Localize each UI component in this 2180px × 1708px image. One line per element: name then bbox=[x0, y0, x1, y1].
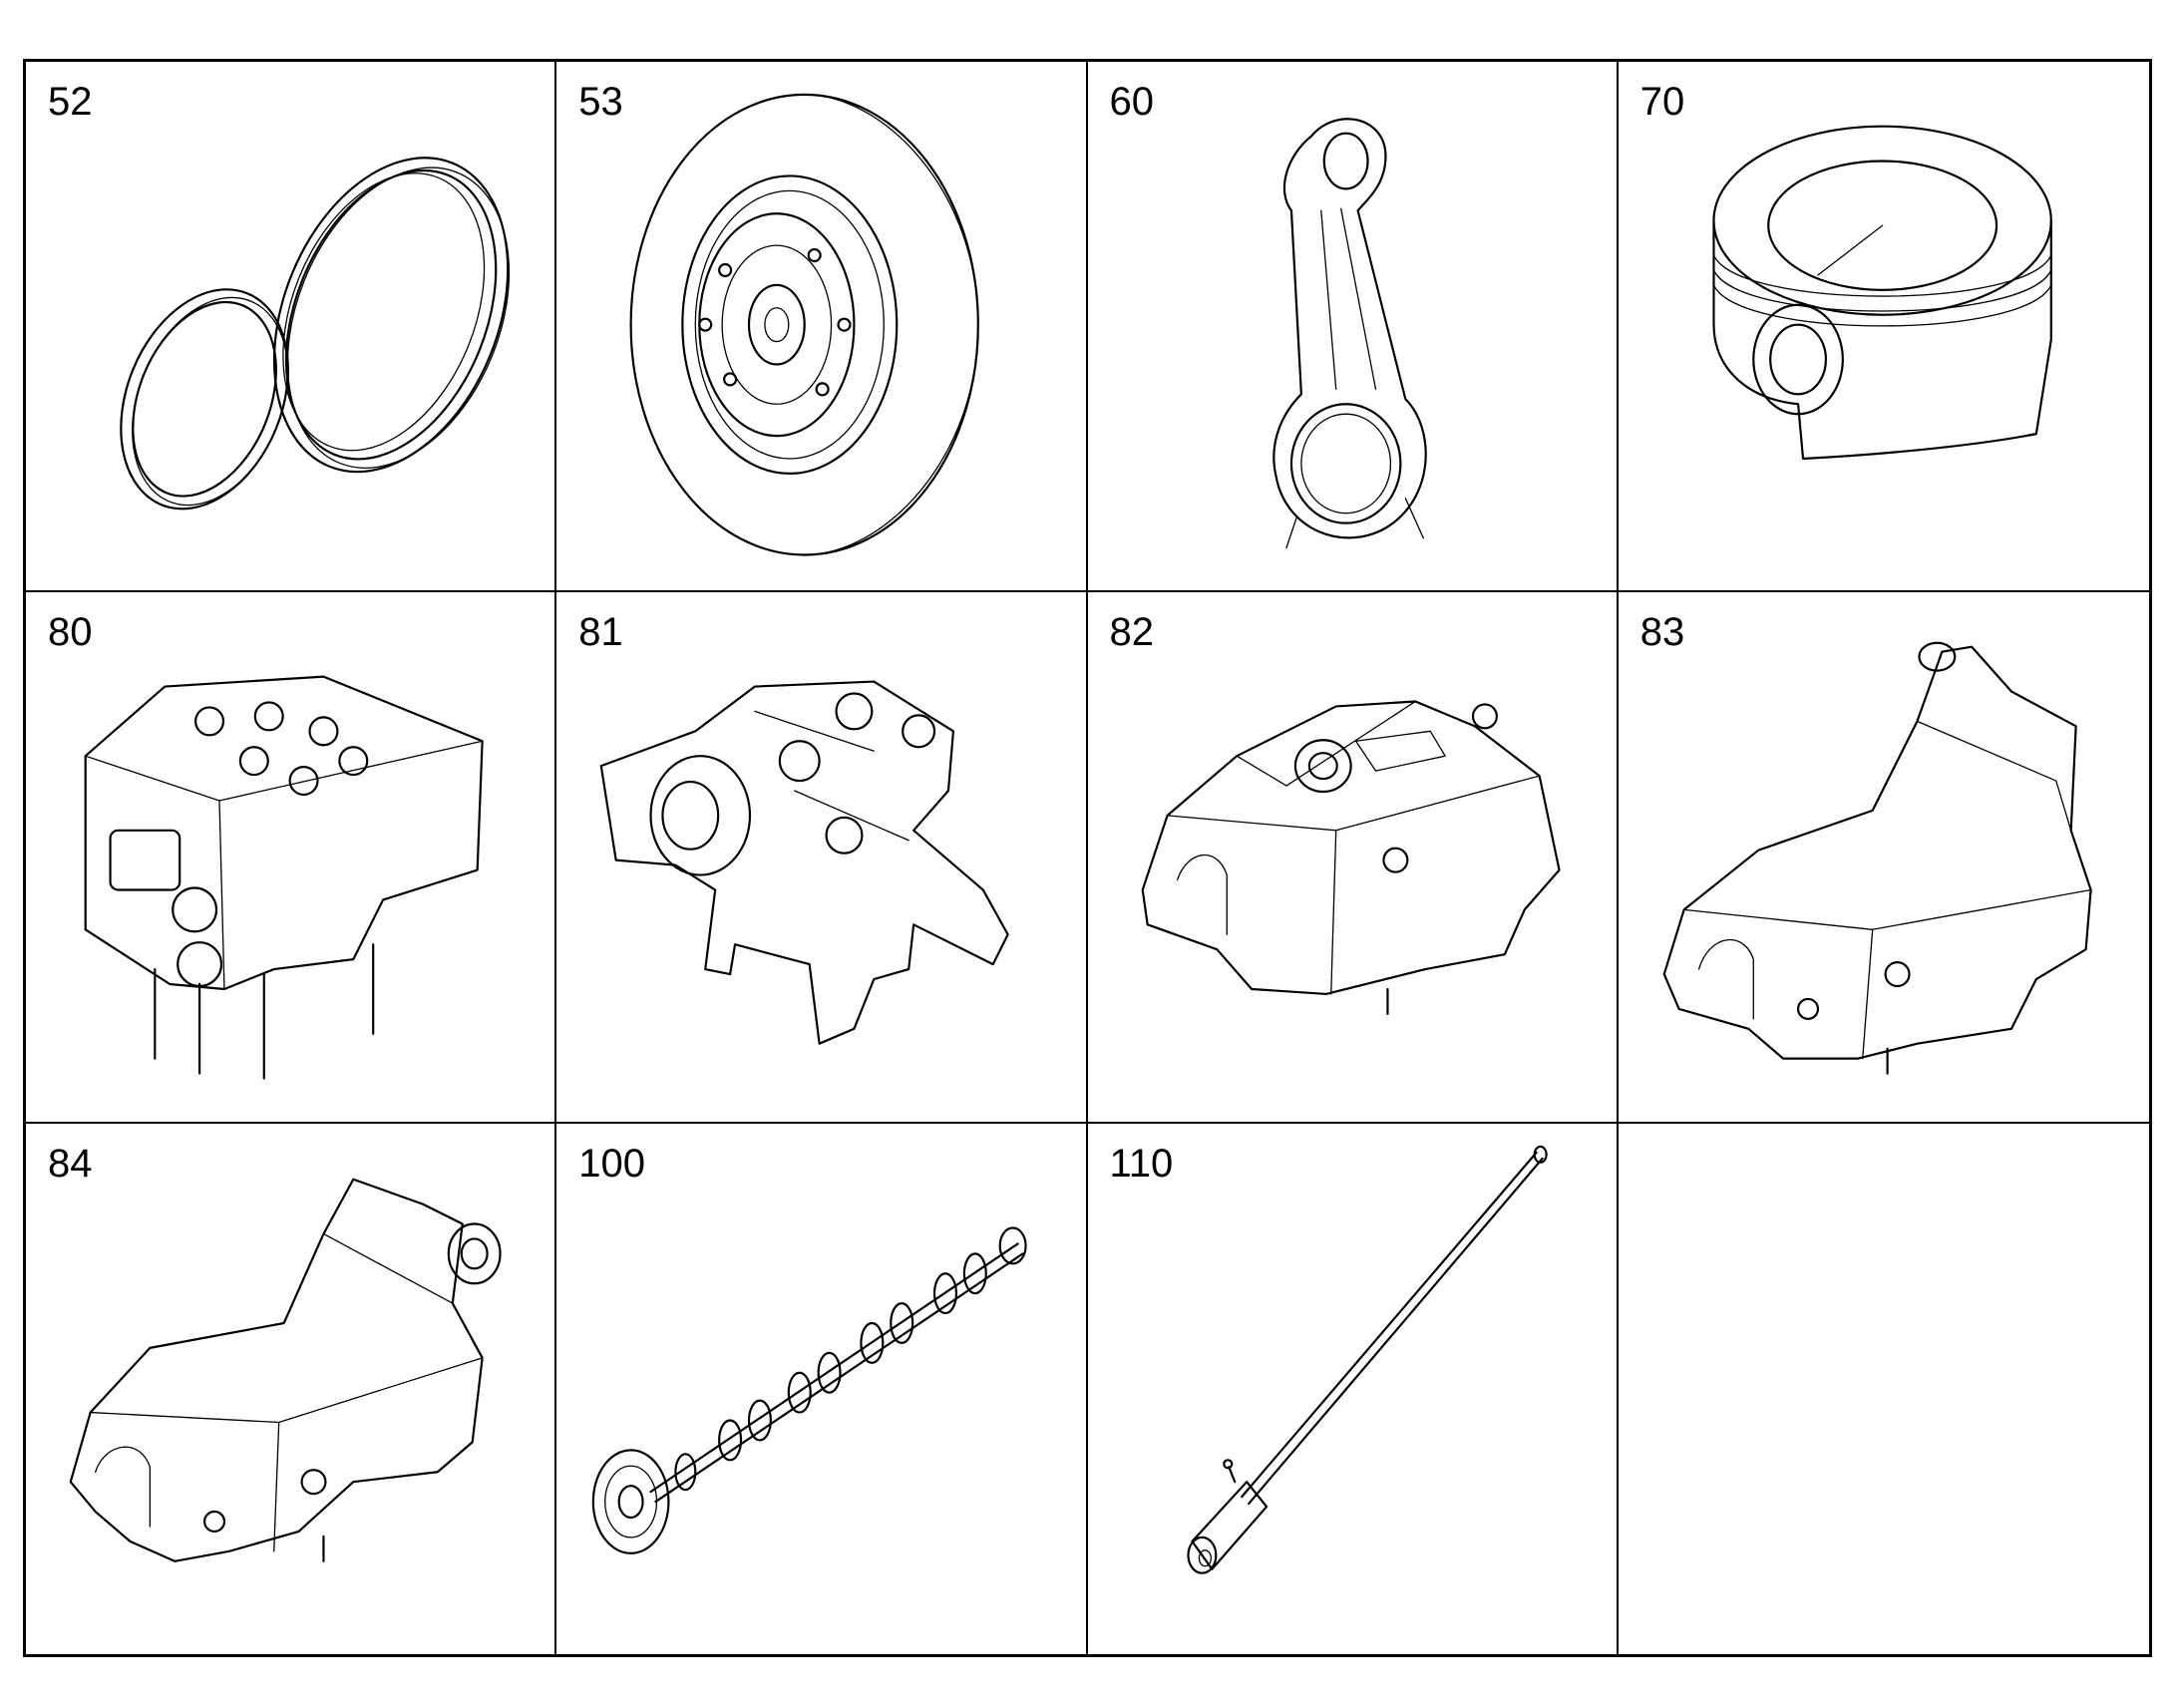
part-cell-52[interactable]: 52 bbox=[26, 62, 557, 593]
valve-cover-with-breather-illustration bbox=[1662, 641, 2092, 1075]
piston-illustration bbox=[1712, 125, 2052, 461]
vibration-damper-illustration bbox=[629, 93, 980, 556]
part-cell-70[interactable]: 70 bbox=[1618, 62, 2149, 593]
push-rod-illustration bbox=[1186, 1145, 1548, 1574]
parts-grid: 52 53 bbox=[23, 59, 2152, 1657]
part-number: 60 bbox=[1109, 80, 1155, 124]
part-number: 52 bbox=[48, 80, 93, 124]
part-number: 70 bbox=[1639, 80, 1685, 124]
valve-cover-with-breather-illustration bbox=[69, 1178, 502, 1562]
part-number: 53 bbox=[578, 80, 623, 124]
part-number: 84 bbox=[48, 1141, 93, 1186]
part-cell-53[interactable]: 53 bbox=[556, 62, 1088, 593]
empty-cell bbox=[1619, 1124, 2149, 1654]
valve-cover-illustration bbox=[1141, 700, 1561, 1016]
part-cell-100[interactable]: 100 bbox=[556, 1123, 1088, 1654]
rocker-arm-assembly-illustration bbox=[599, 680, 1009, 1046]
part-cell-82[interactable]: 82 bbox=[1087, 592, 1619, 1124]
part-number: 81 bbox=[578, 610, 623, 655]
part-number: 83 bbox=[1639, 610, 1685, 655]
part-cell-84[interactable]: 84 bbox=[26, 1123, 557, 1654]
camshaft-illustration bbox=[591, 1226, 1027, 1554]
part-cell-80[interactable]: 80 bbox=[26, 592, 557, 1124]
part-number: 100 bbox=[578, 1141, 645, 1186]
seal-rings-illustration bbox=[120, 157, 511, 511]
part-number: 80 bbox=[48, 610, 93, 655]
part-cell-110[interactable]: 110 bbox=[1088, 1123, 1619, 1654]
connecting-rod-illustration bbox=[1272, 118, 1427, 549]
part-cell-81[interactable]: 81 bbox=[556, 592, 1088, 1124]
part-number: 110 bbox=[1109, 1141, 1174, 1186]
part-cell-60[interactable]: 60 bbox=[1087, 62, 1619, 593]
part-number: 82 bbox=[1109, 610, 1155, 655]
cylinder-head-illustration bbox=[84, 675, 484, 1080]
part-cell-83[interactable]: 83 bbox=[1618, 592, 2149, 1124]
